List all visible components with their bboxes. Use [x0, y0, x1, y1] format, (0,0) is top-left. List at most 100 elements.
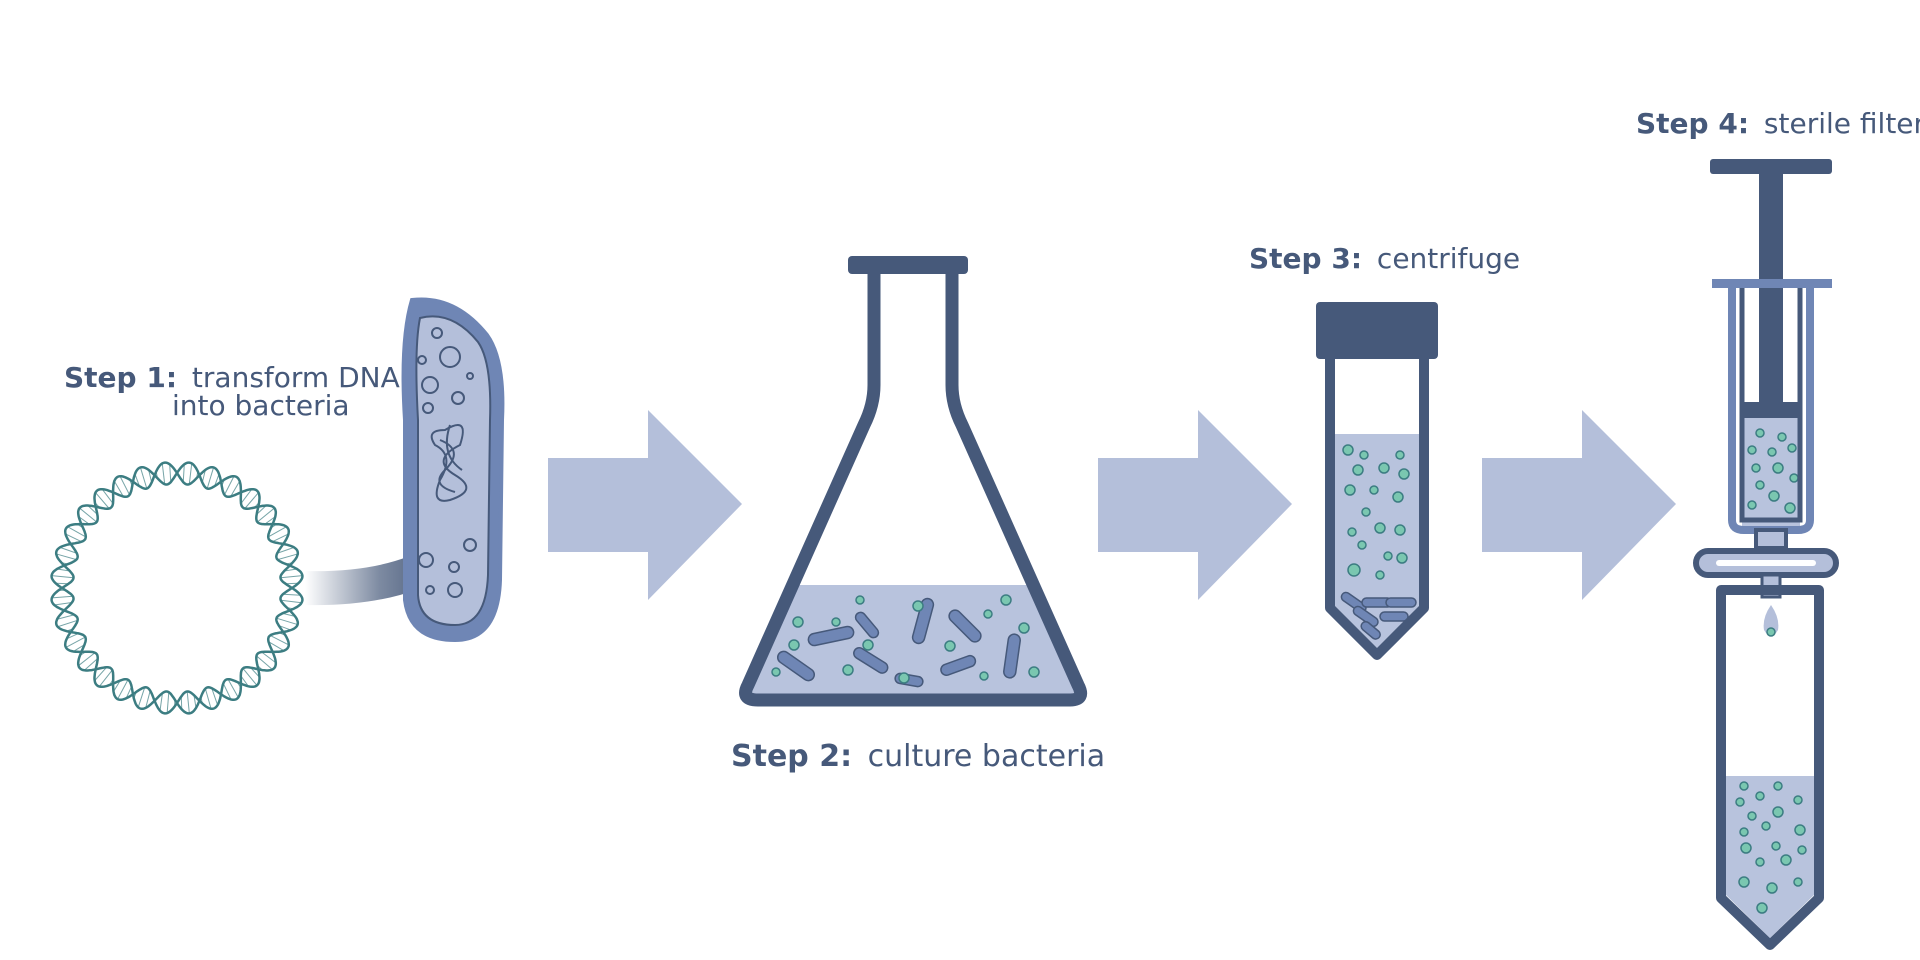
base-pair	[268, 641, 285, 652]
base-pair	[51, 575, 74, 579]
base-pair	[201, 469, 206, 483]
base-pair	[282, 612, 296, 617]
base-pair	[166, 692, 170, 714]
base-pair	[59, 546, 77, 554]
base-pair	[277, 553, 298, 561]
base-pair	[269, 635, 290, 646]
base-pair	[67, 526, 87, 538]
step1-text-line2: into bacteria	[172, 389, 350, 422]
base-pair	[56, 568, 70, 572]
step4-label: Step 4: sterile filter	[1636, 107, 1920, 140]
base-pair	[78, 516, 90, 525]
base-pair	[230, 480, 241, 497]
base-pair	[55, 582, 69, 585]
base-pair	[134, 473, 140, 487]
base-pair	[57, 619, 78, 628]
base-pair	[161, 463, 166, 485]
base-pair	[137, 687, 146, 708]
step1-prefix: Step 1:	[64, 361, 177, 394]
base-pair	[285, 582, 299, 585]
base-pair	[222, 683, 232, 700]
base-pair	[78, 652, 96, 667]
base-pair	[66, 632, 79, 640]
base-pair	[65, 636, 86, 648]
base-pair	[242, 668, 258, 686]
base-pair	[148, 469, 153, 483]
base-pair	[182, 464, 185, 483]
base-pair	[95, 492, 110, 509]
base-pair	[84, 658, 99, 671]
centrifuge-tube-icon	[1316, 302, 1438, 660]
base-pair	[94, 666, 107, 681]
base-pair	[206, 467, 215, 489]
syringe-filter-icon	[1693, 159, 1839, 637]
base-pair	[211, 688, 219, 706]
bacterium-icon	[401, 297, 505, 643]
base-pair	[280, 599, 302, 604]
base-pair	[54, 602, 72, 606]
step3-prefix: Step 3:	[1249, 242, 1362, 275]
arrow-1-icon	[548, 410, 742, 600]
base-pair	[139, 467, 148, 489]
base-pair	[113, 480, 124, 497]
base-pair	[227, 678, 239, 698]
base-pair	[125, 686, 133, 699]
base-pair	[193, 695, 197, 709]
base-pair	[278, 625, 292, 631]
step1-label: Step 1: transform DNA	[64, 361, 400, 394]
base-pair	[261, 651, 277, 664]
step1-text-line1: transform DNA	[192, 361, 400, 394]
base-pair	[284, 568, 298, 572]
base-pair	[188, 463, 193, 485]
base-pair	[277, 546, 295, 554]
base-pair	[65, 533, 82, 543]
base-pair	[56, 553, 77, 561]
base-pair	[73, 644, 85, 652]
base-pair	[145, 690, 151, 709]
base-pair	[186, 691, 190, 714]
arrow-2-icon	[1098, 410, 1292, 600]
base-pair	[113, 680, 121, 692]
step3-label: Step 3: centrifuge	[1249, 242, 1520, 275]
base-pair	[256, 505, 267, 515]
base-pair	[87, 505, 98, 515]
base-pair	[117, 679, 129, 700]
base-pair	[240, 675, 249, 687]
base-pair	[180, 696, 183, 710]
base-pair	[276, 617, 298, 626]
dna-strand-2	[50, 461, 304, 715]
base-pair	[101, 488, 114, 504]
step4-text: sterile filter	[1764, 107, 1920, 140]
base-pair	[51, 595, 73, 599]
step2-label: Step 2: culture bacteria	[731, 739, 1105, 774]
base-pair	[240, 488, 253, 504]
base-pair	[159, 693, 163, 711]
arrow-3-icon	[1482, 410, 1676, 600]
base-pair	[280, 575, 303, 579]
base-pair	[282, 593, 301, 596]
base-pair	[214, 473, 220, 487]
base-pair	[79, 507, 97, 523]
step2-prefix: Step 2:	[731, 739, 852, 774]
step3-text: centrifuge	[1377, 242, 1520, 275]
base-pair	[56, 614, 75, 620]
base-pair	[244, 492, 259, 509]
step4-prefix: Step 4:	[1636, 107, 1749, 140]
collection-tube-icon	[1716, 585, 1824, 950]
base-pair	[267, 526, 287, 538]
base-pair	[204, 688, 212, 709]
dna-plasmid-icon	[50, 461, 304, 715]
step2-text: culture bacteria	[868, 739, 1105, 774]
dna-strand-1	[50, 461, 304, 715]
base-pair	[119, 475, 130, 496]
base-pair	[272, 533, 289, 543]
base-pair	[224, 475, 235, 496]
base-pair	[250, 667, 260, 678]
base-pair	[264, 516, 276, 525]
base-pair	[257, 507, 275, 523]
flask-icon	[739, 256, 1088, 707]
base-pair	[169, 464, 172, 483]
base-pair	[256, 655, 273, 670]
base-pair	[98, 669, 113, 687]
